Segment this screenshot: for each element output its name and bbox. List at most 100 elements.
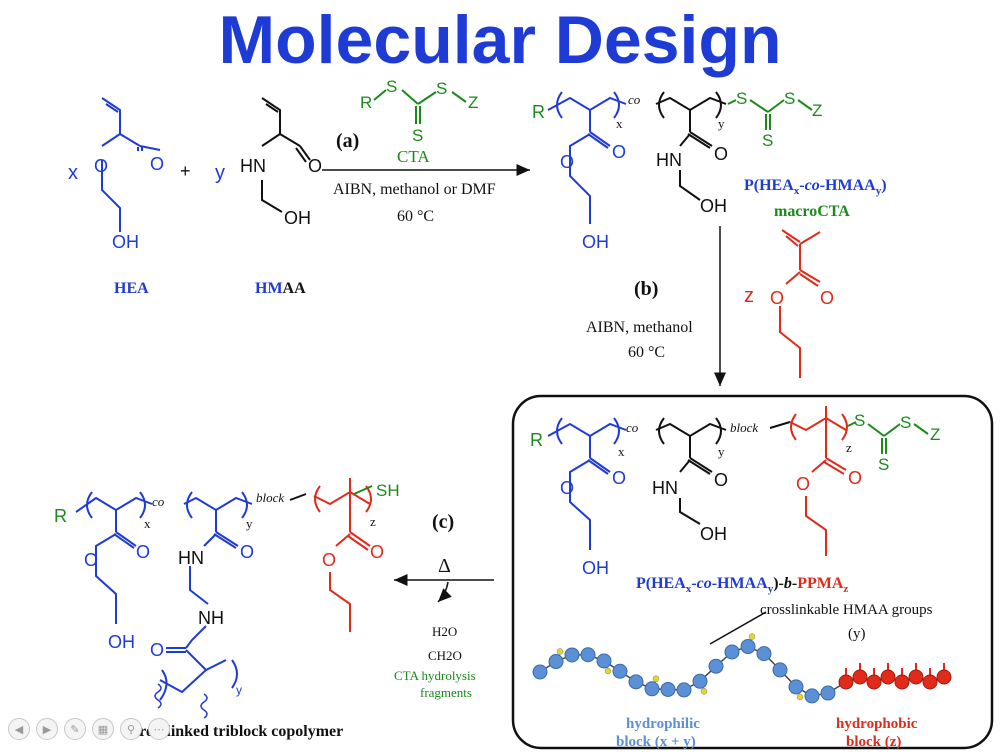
step-b-cond2: 60 °C	[628, 344, 665, 361]
macrocta-structure	[547, 91, 813, 224]
product-oh: OH	[108, 632, 135, 652]
block-co: co	[626, 420, 639, 435]
step-b-cond1: AIBN, methanol	[586, 319, 693, 336]
block-o4: O	[796, 474, 810, 494]
hydrophilic-bead	[676, 682, 692, 698]
product-o5: O	[322, 550, 336, 570]
zoom-icon[interactable]: ⚲	[120, 718, 142, 740]
cta-s3: S	[412, 126, 423, 145]
cta-s1: S	[386, 77, 397, 96]
hydrophilic-label-2: block (x + y)	[616, 734, 696, 750]
macro-name: P(HEAx-co-HMAAy)	[744, 177, 887, 197]
block-o3: O	[714, 470, 728, 490]
hydrophobic-bead	[936, 669, 952, 685]
product-structure	[75, 478, 373, 719]
hydrophilic-bead	[580, 647, 596, 663]
hydrophilic-label: hydrophilic	[626, 716, 700, 732]
hea-structure	[101, 97, 161, 232]
block-oh2: OH	[700, 524, 727, 544]
block-block: block	[730, 420, 758, 435]
cta-name: CTA	[397, 147, 430, 166]
crosslink-site	[556, 648, 564, 655]
hydrophilic-bead	[788, 679, 804, 695]
macro-hn: HN	[656, 150, 682, 170]
slides-icon[interactable]: ▦	[92, 718, 114, 740]
macro-name2: macroCTA	[774, 203, 850, 220]
pen-icon[interactable]: ✎	[64, 718, 86, 740]
slide-title: Molecular Design	[218, 2, 782, 78]
macro-oh2: OH	[700, 196, 727, 216]
block-y: y	[718, 444, 725, 459]
product-r: R	[54, 506, 67, 526]
block-s3: S	[878, 455, 889, 474]
hydrophilic-bead	[532, 664, 548, 680]
hydrophobic-label-2: block (z)	[846, 734, 901, 750]
block-copolymer-box	[511, 394, 994, 750]
macro-y: y	[718, 116, 725, 131]
slide-controls: ◀ ▶ ✎ ▦ ⚲ ⋯	[8, 718, 170, 740]
product-z: z	[370, 514, 376, 529]
macro-r: R	[532, 102, 545, 122]
hydrophilic-bead	[692, 673, 708, 689]
hydrophobic-bead	[880, 669, 896, 685]
block-z: z	[846, 440, 852, 455]
hydrophilic-bead	[596, 653, 612, 669]
hea-coef: x	[68, 162, 78, 184]
macro-o1: O	[560, 152, 574, 172]
step-c-label: (c)	[432, 511, 454, 533]
hydrophilic-bead	[820, 685, 836, 701]
crosslink-site	[700, 688, 708, 695]
hydrophilic-bead	[740, 639, 756, 655]
crosslink-pointer	[709, 611, 767, 645]
product-o3: O	[240, 542, 254, 562]
hydrophilic-bead	[644, 681, 660, 697]
block-o5: O	[848, 468, 862, 488]
block-r: R	[530, 430, 543, 450]
cta-s2: S	[436, 79, 447, 98]
product-o1: O	[84, 550, 98, 570]
cta-structure	[373, 89, 467, 124]
hmaa-coef: y	[215, 162, 225, 184]
pma-o1: O	[770, 288, 784, 308]
more-icon[interactable]: ⋯	[148, 718, 170, 740]
hydrophilic-bead	[804, 688, 820, 704]
plus-sign: +	[180, 161, 191, 181]
step-b-label: (b)	[634, 278, 658, 300]
hydrophilic-bead	[628, 674, 644, 690]
cta-r: R	[360, 93, 372, 112]
macro-x: x	[616, 116, 623, 131]
crosslink-site	[652, 675, 660, 683]
crosslink-note-y: (y)	[848, 626, 866, 642]
hydrophobic-bead	[908, 669, 924, 685]
product-nh: NH	[198, 608, 224, 628]
hea-o1: O	[94, 156, 108, 176]
step-a-label: (a)	[336, 130, 359, 152]
block-o2: O	[612, 468, 626, 488]
hmaa-structure	[261, 97, 311, 213]
hydrophilic-bead	[612, 663, 628, 679]
byproduct-fragments: fragments	[420, 685, 472, 700]
hydrophobic-bead	[894, 674, 910, 690]
step-a-cond1: AIBN, methanol or DMF	[333, 181, 496, 198]
macro-o2: O	[612, 142, 626, 162]
hydrophobic-bead	[922, 674, 938, 690]
hydrophobic-bead	[838, 674, 854, 690]
block-zz: Z	[930, 425, 940, 444]
step-c-delta: Δ	[438, 555, 451, 577]
hmaa-hn: HN	[240, 156, 266, 176]
pma-structure	[779, 229, 821, 378]
product-co: co	[152, 494, 165, 509]
block-s1: S	[854, 411, 865, 430]
product-y: y	[246, 516, 253, 531]
hydrophilic-bead	[772, 662, 788, 678]
hydrophilic-bead	[756, 646, 772, 662]
prev-icon[interactable]: ◀	[8, 718, 30, 740]
product-y2: y	[236, 683, 242, 697]
block-name: P(HEAx-co-HMAAy)-b-PPMAz	[636, 575, 848, 595]
next-icon[interactable]: ▶	[36, 718, 58, 740]
macro-oh1: OH	[582, 232, 609, 252]
crosslink-site	[604, 667, 612, 675]
hmaa-oh: OH	[284, 208, 311, 228]
macro-s2: S	[784, 89, 795, 108]
